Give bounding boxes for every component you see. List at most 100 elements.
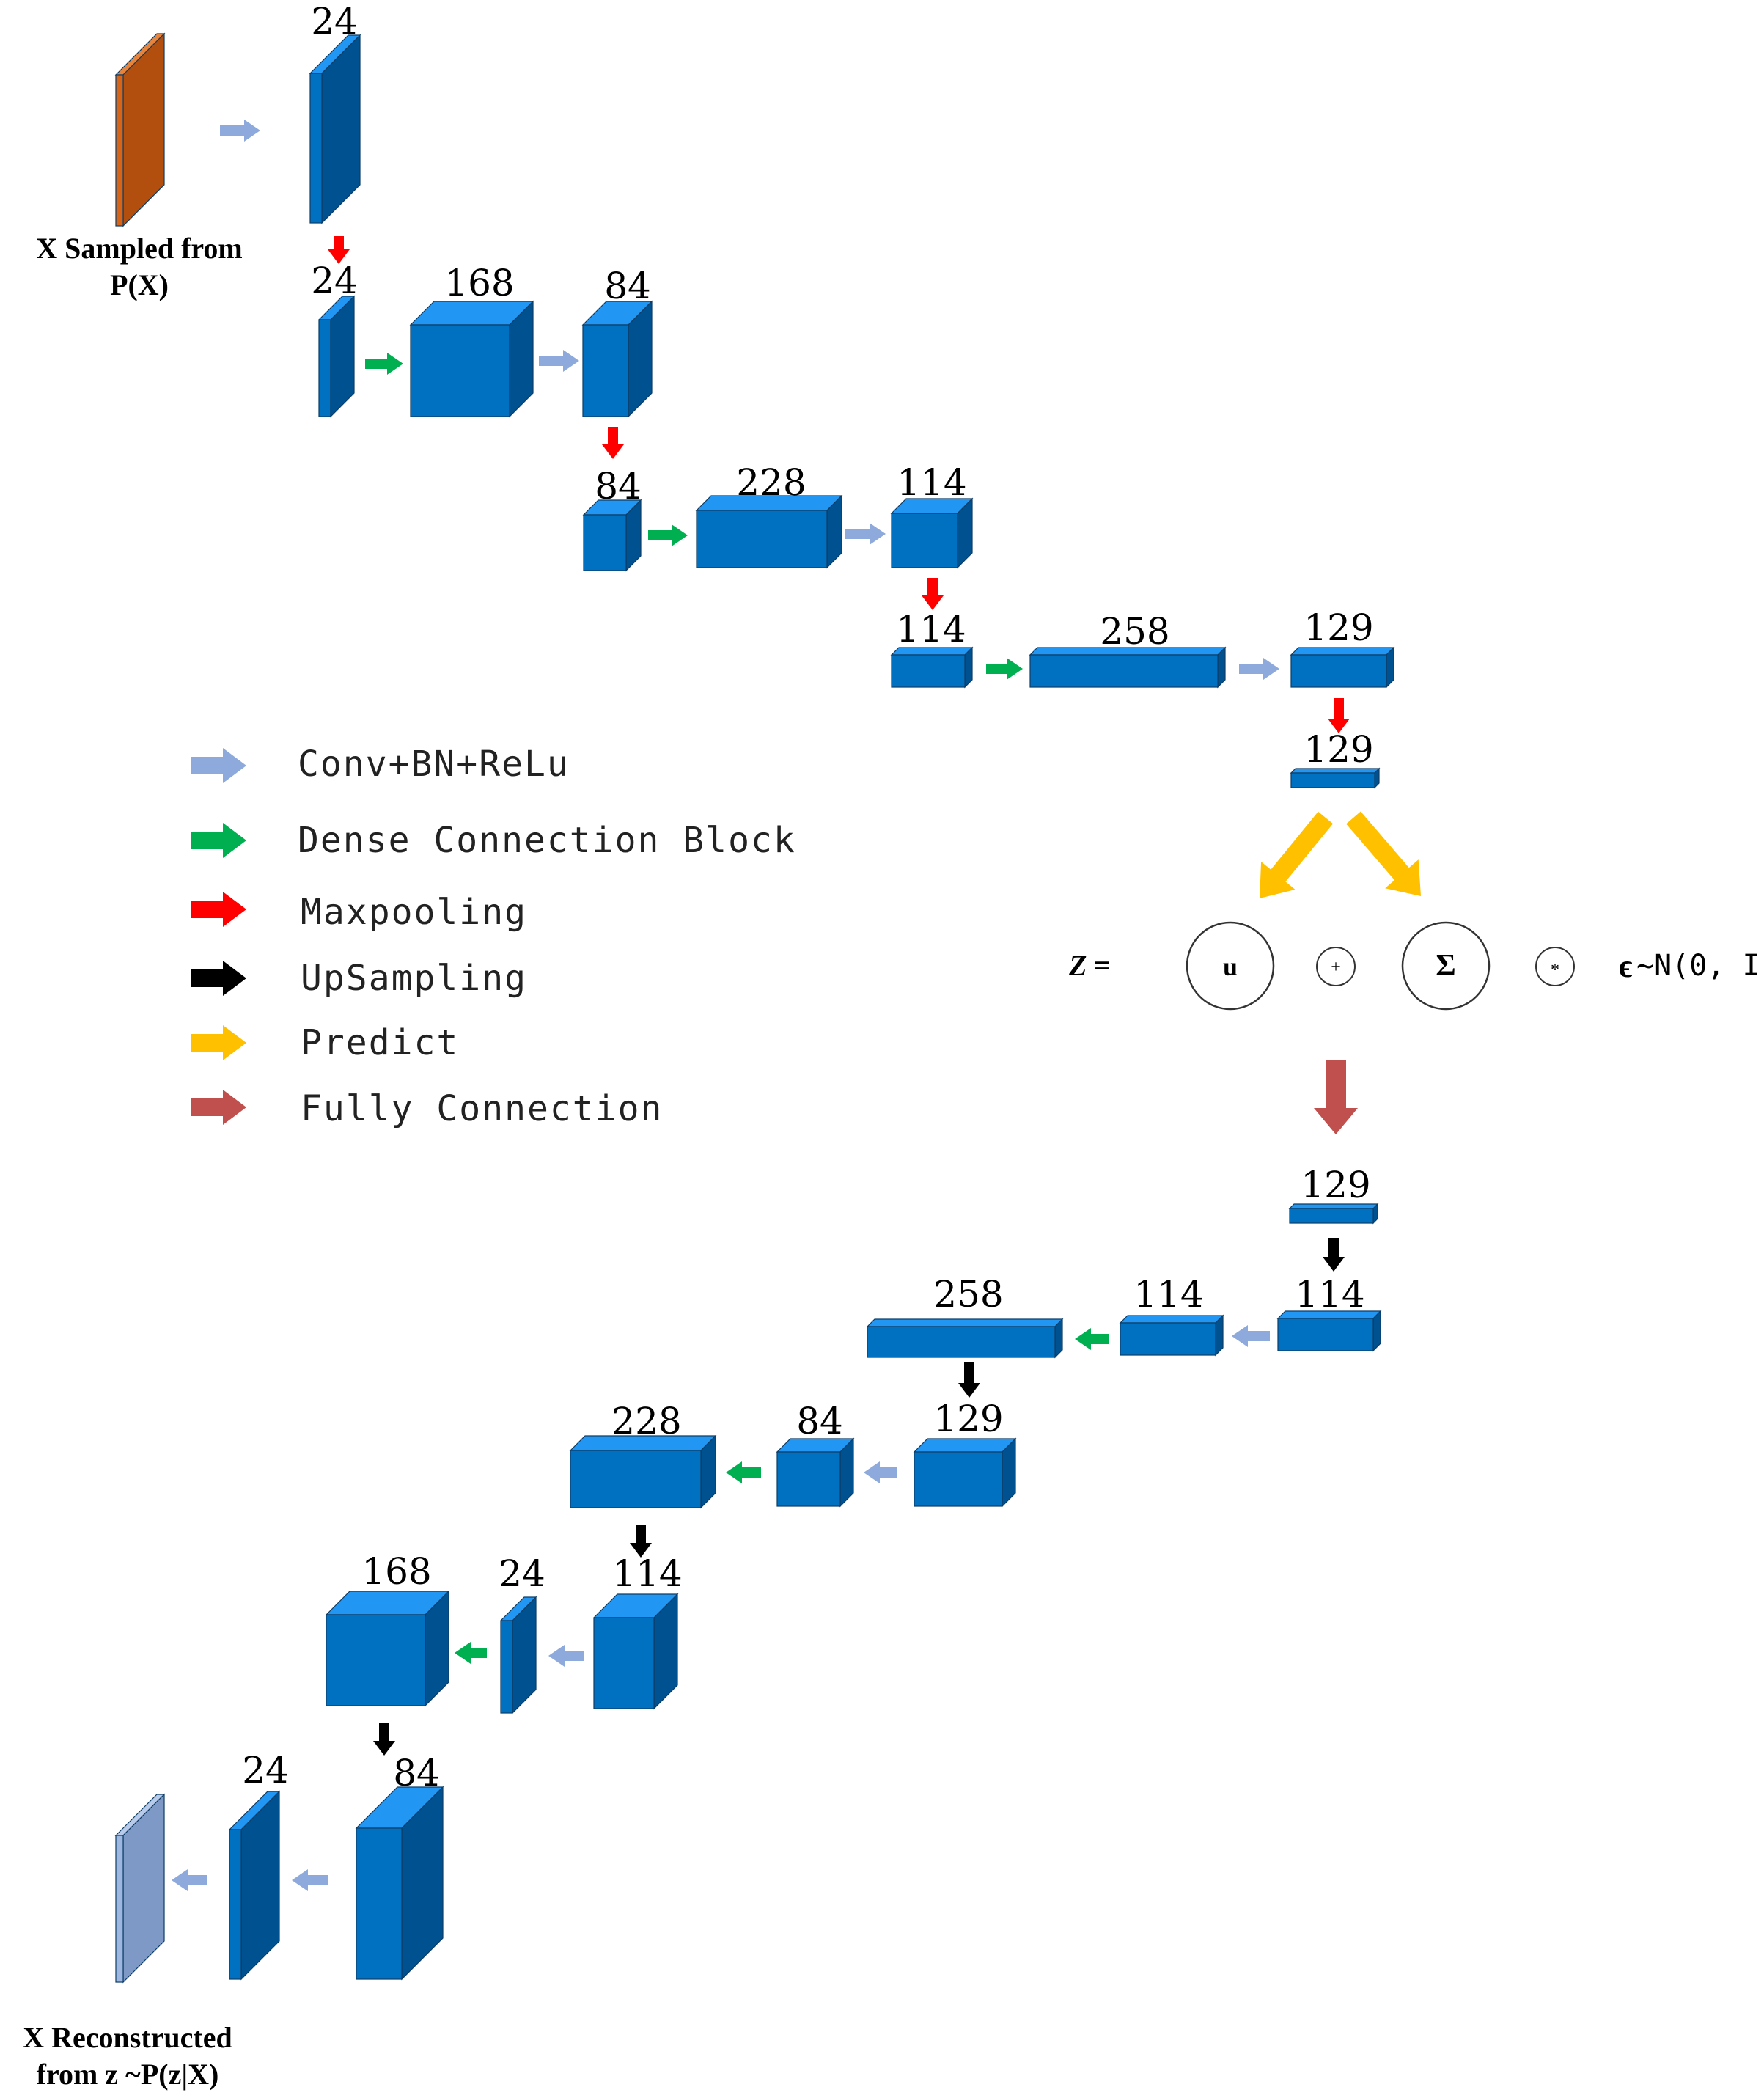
enc-block-5 [582, 499, 642, 572]
block-label-enc-11: 129 [1304, 728, 1373, 771]
legend-arrow-shape-4 [191, 1025, 246, 1060]
dec-block-10 [325, 1590, 450, 1707]
legend-label-predict: Predict [301, 1022, 459, 1063]
legend-label-maxpool: Maxpooling [301, 892, 527, 933]
block-label-dec-12: 24 [242, 1749, 289, 1791]
block-label-enc-3: 168 [444, 262, 514, 304]
block-label-enc-7: 114 [897, 461, 966, 504]
predict-arrow-left [1260, 811, 1334, 898]
enc-block-4 [581, 300, 653, 418]
legend-arrow-shape-3 [191, 961, 246, 996]
block-label-enc-1: 24 [311, 0, 358, 43]
block-label-dec-2: 114 [1295, 1273, 1364, 1316]
block-label-dec-7: 228 [611, 1400, 681, 1442]
enc-block-8 [890, 646, 974, 689]
legend-item-upsampling: UpSampling [191, 958, 527, 999]
times-node [1535, 947, 1575, 986]
dec-block-6 [776, 1437, 855, 1508]
dec-block-11 [355, 1786, 444, 1981]
block-label-dec-5: 129 [933, 1398, 1003, 1440]
output-slab [114, 1793, 166, 1984]
dense-arrow-3 [986, 658, 1023, 680]
output-caption-line1: X Reconstructed [23, 2021, 232, 2054]
conv-arrow-icon [191, 748, 246, 783]
predict-arrow-icon [191, 1025, 246, 1060]
dec-block-7 [569, 1434, 717, 1509]
epsilon-symbol: ϵ [1619, 948, 1633, 984]
maxpool-arrow-2 [602, 427, 624, 459]
legend-item-conv: Conv+BN+ReLu [191, 744, 568, 785]
mu-symbol: u [1223, 952, 1238, 981]
upsampling-arrow-4 [373, 1723, 395, 1756]
predict-arrow-right [1346, 811, 1421, 896]
epsilon-distribution: ~N(0, I) [1636, 949, 1764, 983]
sigma-node [1401, 921, 1491, 1011]
dec-block-2 [1276, 1310, 1382, 1352]
blocks-layer [114, 32, 1395, 1984]
block-label-enc-8: 114 [896, 608, 966, 650]
maxpool-arrow-4 [1328, 698, 1350, 733]
output-caption-line2: from z ~P(z|X) [37, 2058, 219, 2091]
dec-block-12 [228, 1790, 281, 1981]
plus-symbol: + [1331, 958, 1341, 977]
dec-block-3 [1119, 1314, 1224, 1357]
enc-block-3 [409, 300, 534, 418]
latent-equation: Z = u + Σ * ϵ ~N(0, I) [1068, 921, 1764, 1011]
fully-connection-arrow-icon [191, 1090, 246, 1125]
legend-label-dense: Dense Connection Block [298, 820, 796, 861]
conv-arrow-5 [1232, 1325, 1270, 1347]
legend-item-maxpool: Maxpooling [191, 892, 527, 933]
dense-arrow-5 [726, 1461, 761, 1483]
dense-arrow-1 [365, 353, 403, 375]
conv-arrow-1 [220, 120, 260, 142]
output-caption: X Reconstructed from z ~P(z|X) [23, 2021, 232, 2091]
times-symbol: * [1551, 961, 1559, 980]
legend-arrow-shape-1 [191, 823, 246, 858]
conv-arrow-8 [292, 1869, 328, 1891]
maxpool-arrow-1 [328, 236, 350, 264]
conv-arrow-4 [1239, 658, 1279, 680]
block-label-dec-11: 84 [393, 1752, 440, 1794]
legend-arrow-shape-5 [191, 1090, 246, 1125]
mu-node [1186, 921, 1275, 1011]
upsampling-arrow-2 [958, 1362, 980, 1398]
conv-arrow-3 [845, 523, 886, 545]
dense-arrow-2 [648, 524, 688, 546]
maxpool-arrow-3 [922, 578, 944, 610]
maxpool-arrow-icon [191, 892, 246, 927]
block-labels: 24 24 168 84 84 228 114 114 258 129 129 … [242, 0, 1374, 1794]
fully-connection-arrow [1314, 1060, 1358, 1134]
block-label-dec-1: 129 [1301, 1164, 1370, 1206]
enc-block-10 [1290, 646, 1395, 689]
legend-item-dense: Dense Connection Block [191, 820, 796, 861]
enc-block-7 [890, 497, 974, 569]
conv-arrow-2 [539, 350, 579, 372]
legend-arrow-shape-0 [191, 748, 246, 783]
enc-block-11 [1290, 767, 1381, 789]
block-label-enc-5: 84 [595, 465, 642, 507]
block-label-dec-4: 258 [933, 1273, 1003, 1316]
plus-node [1316, 947, 1356, 986]
enc-block-9 [1029, 646, 1227, 689]
dec-block-1 [1288, 1203, 1379, 1225]
enc-block-2 [317, 295, 356, 418]
legend-item-predict: Predict [191, 1022, 459, 1063]
enc-block-1 [309, 34, 361, 224]
legend-arrow-shape-2 [191, 892, 246, 927]
input-caption-line2: P(X) [110, 268, 169, 301]
block-label-enc-6: 228 [736, 461, 806, 504]
arrows-layer [172, 120, 1421, 1891]
dense-arrow-4 [1075, 1328, 1109, 1350]
enc-block-6 [695, 494, 843, 569]
input-slab [114, 32, 166, 227]
equation-equals: = [1094, 949, 1111, 982]
block-label-dec-8: 114 [612, 1552, 682, 1595]
equation-z: Z [1068, 949, 1087, 982]
upsampling-arrow-1 [1323, 1238, 1345, 1272]
dense-arrow-icon [191, 823, 246, 858]
block-label-dec-9: 24 [499, 1552, 545, 1595]
dec-block-9 [499, 1596, 537, 1714]
legend-label-upsampling: UpSampling [301, 958, 527, 999]
